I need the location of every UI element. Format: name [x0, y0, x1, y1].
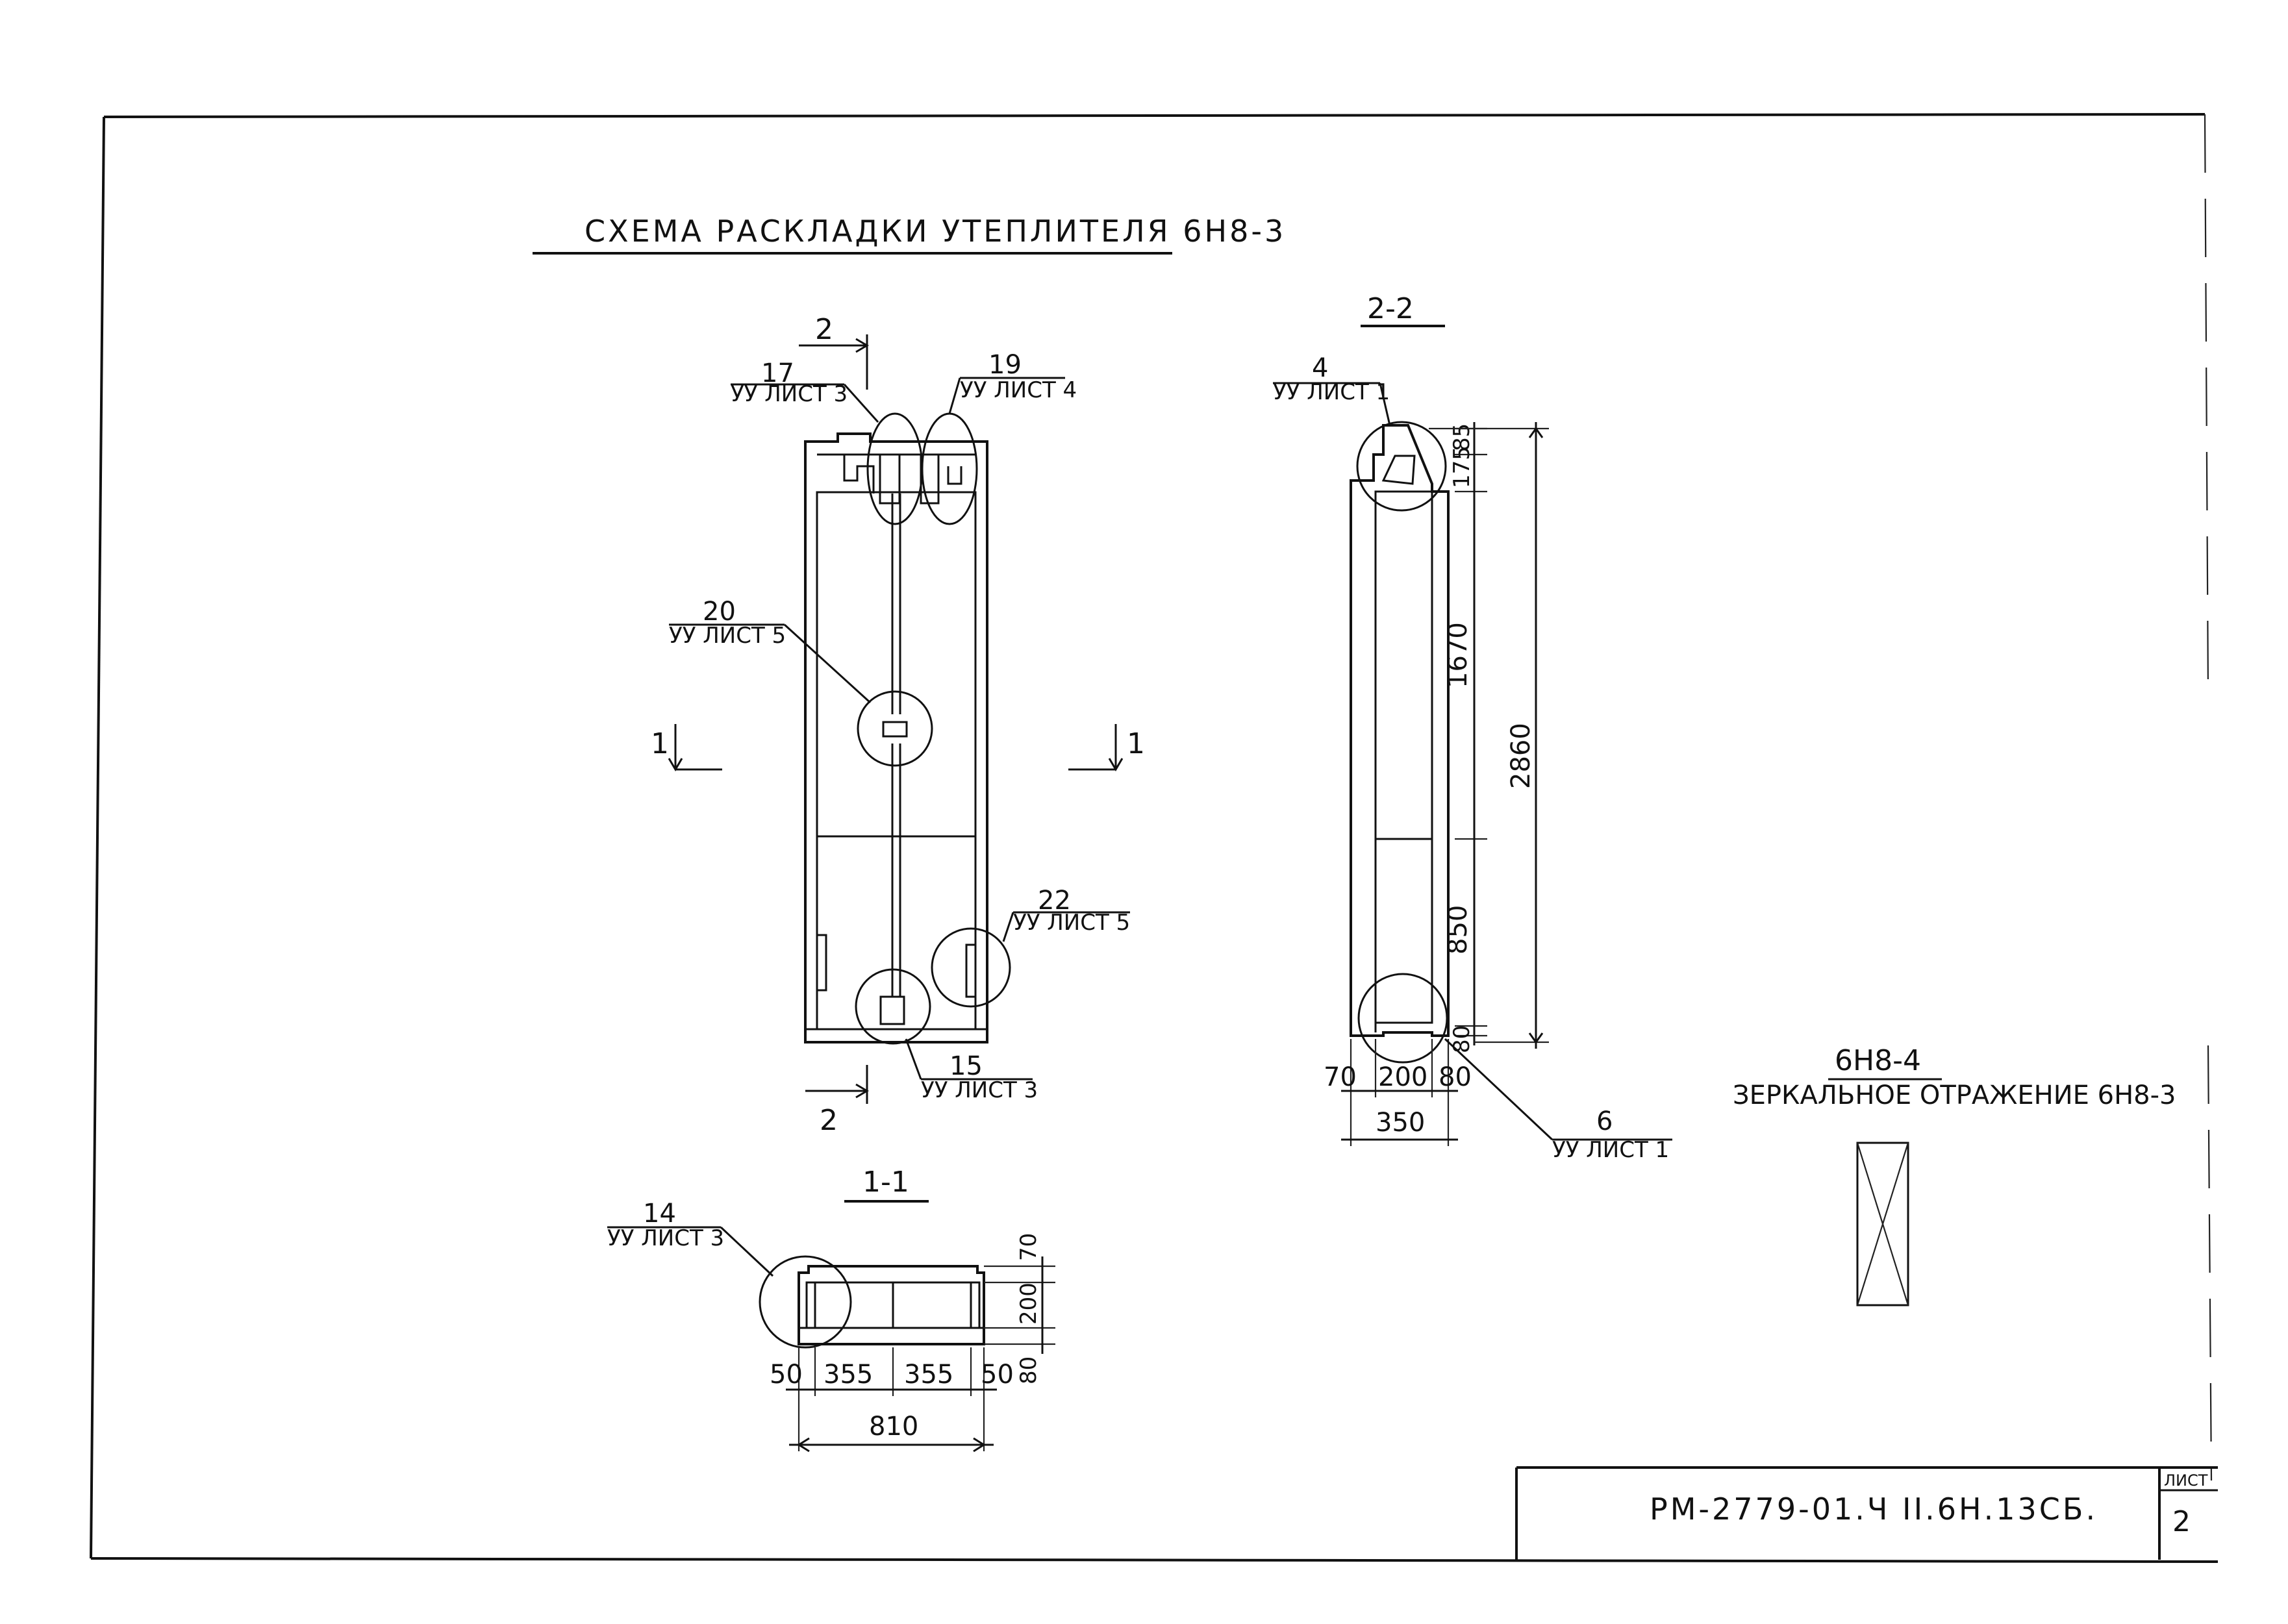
- svg-text:200: 200: [1016, 1282, 1042, 1325]
- svg-text:22: 22: [1038, 886, 1071, 916]
- stamp-sheet-num: 2: [2172, 1505, 2191, 1538]
- svg-text:УУ ЛИСТ 3: УУ ЛИСТ 3: [607, 1225, 724, 1251]
- stamp-code: РМ-2779-01.Ч II.6Н.13СБ.: [1650, 1492, 2098, 1527]
- section-2-2-view: 2-2: [1350, 292, 1450, 1064]
- cut-marker-1-1: 1 1: [651, 724, 1145, 771]
- cut-label-1-left: 1: [651, 727, 669, 760]
- callout-17: 17 УУ ЛИСТ 3: [731, 358, 879, 423]
- cut-label-2-bottom: 2: [820, 1104, 838, 1137]
- svg-text:4: 4: [1312, 353, 1328, 383]
- callout-6: 6 УУ ЛИСТ 1: [1444, 1038, 1672, 1163]
- svg-text:2860: 2860: [1506, 723, 1536, 789]
- callout-22: 22 УУ ЛИСТ 5: [1002, 886, 1130, 942]
- callout-15: 15 УУ ЛИСТ 3: [905, 1038, 1038, 1103]
- mirror-text: ЗЕРКАЛЬНОЕ ОТРАЖЕНИЕ 6Н8-3: [1733, 1081, 2176, 1110]
- svg-text:17: 17: [761, 358, 794, 388]
- svg-text:70: 70: [1016, 1233, 1042, 1261]
- svg-text:6: 6: [1596, 1106, 1613, 1136]
- title-stamp: РМ-2779-01.Ч II.6Н.13СБ. ЛИСТ 2: [1515, 1466, 2218, 1560]
- section-2-2-title: 2-2: [1367, 292, 1414, 325]
- svg-text:355: 355: [823, 1360, 873, 1390]
- svg-text:50: 50: [981, 1360, 1014, 1390]
- callout-14: 14 УУ ЛИСТ 3: [607, 1199, 774, 1277]
- svg-text:20: 20: [703, 597, 736, 627]
- drawing-title: СХЕМА РАСКЛАДКИ УТЕПЛИТЕЛЯ 6Н8-3: [585, 214, 1286, 249]
- stamp-sheet-label: ЛИСТ: [2164, 1471, 2208, 1490]
- drawing-frame: [90, 113, 2219, 1563]
- cut-label-1-right: 1: [1127, 727, 1145, 760]
- svg-text:350: 350: [1376, 1108, 1425, 1138]
- svg-text:15: 15: [949, 1051, 983, 1081]
- svg-text:850: 850: [1443, 905, 1473, 955]
- section-1-1-dimensions: 70 200 80 50 355 355 50 810: [770, 1233, 1055, 1453]
- svg-text:1670: 1670: [1443, 622, 1473, 688]
- svg-text:355: 355: [904, 1360, 953, 1390]
- svg-text:УУ ЛИСТ 4: УУ ЛИСТ 4: [960, 377, 1077, 403]
- callout-4: 4 УУ ЛИСТ 1: [1273, 353, 1391, 426]
- svg-text:УУ ЛИСТ 5: УУ ЛИСТ 5: [1013, 910, 1130, 936]
- svg-text:УУ ЛИСТ 3: УУ ЛИСТ 3: [731, 381, 848, 407]
- svg-text:19: 19: [988, 350, 1022, 380]
- svg-text:810: 810: [869, 1412, 918, 1442]
- svg-text:70: 70: [1324, 1062, 1357, 1092]
- cut-label-2-top: 2: [815, 313, 833, 346]
- svg-text:14: 14: [643, 1199, 676, 1229]
- mirror-label: 6Н8-4: [1835, 1044, 1921, 1077]
- svg-text:УУ ЛИСТ 1: УУ ЛИСТ 1: [1552, 1137, 1669, 1163]
- section-1-1-view: 1-1: [759, 1166, 985, 1349]
- drawing-title-block: СХЕМА РАСКЛАДКИ УТЕПЛИТЕЛЯ 6Н8-3: [533, 214, 1286, 255]
- cut-marker-2-2: 2 2: [799, 313, 869, 1137]
- section-2-2-dimensions: 85 175 1670 850 80 2860 70 200 80 350: [1324, 422, 1549, 1146]
- panel-front-view: [804, 412, 1011, 1045]
- svg-text:80: 80: [1439, 1062, 1472, 1092]
- svg-text:50: 50: [770, 1360, 803, 1390]
- callout-19: 19 УУ ЛИСТ 4: [948, 350, 1077, 414]
- section-1-1-title: 1-1: [862, 1166, 909, 1199]
- svg-text:80: 80: [1016, 1356, 1042, 1384]
- svg-text:УУ ЛИСТ 3: УУ ЛИСТ 3: [921, 1077, 1038, 1103]
- callout-20: 20 УУ ЛИСТ 5: [669, 597, 872, 704]
- svg-text:200: 200: [1378, 1062, 1427, 1092]
- mirror-note: 6Н8-4 ЗЕРКАЛЬНОЕ ОТРАЖЕНИЕ 6Н8-3: [1733, 1044, 2176, 1306]
- svg-text:175: 175: [1449, 446, 1475, 488]
- svg-text:УУ ЛИСТ 5: УУ ЛИСТ 5: [669, 623, 786, 649]
- svg-text:80: 80: [1449, 1025, 1475, 1053]
